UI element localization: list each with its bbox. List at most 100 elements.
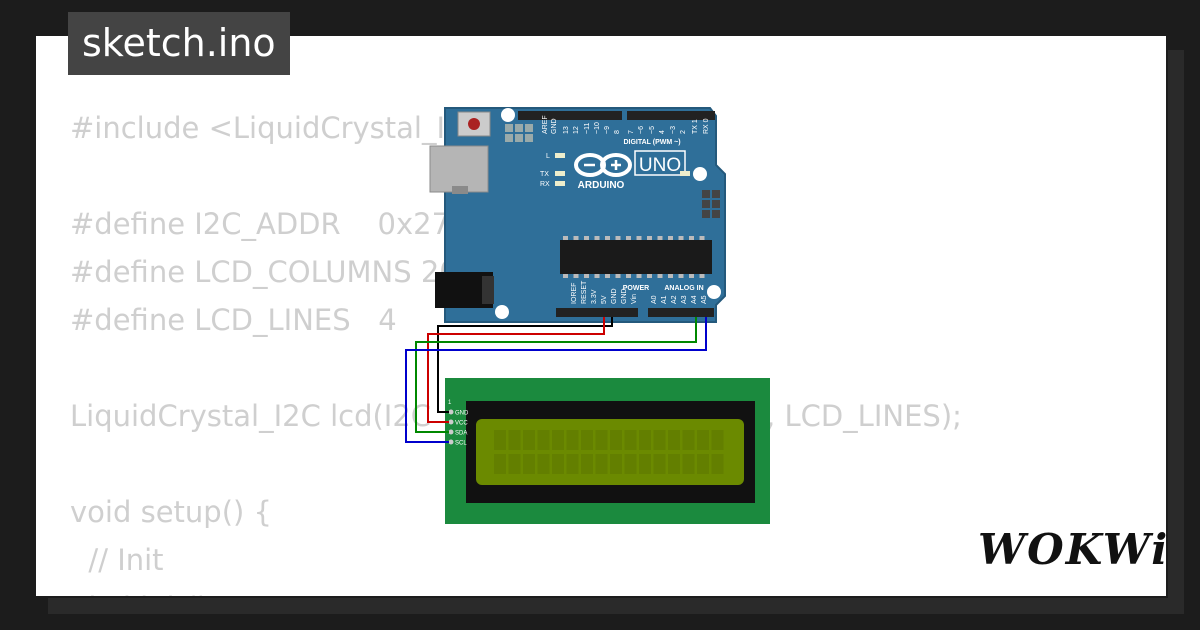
lcd-char-cell — [639, 454, 651, 474]
lcd-char-cell — [682, 454, 695, 474]
bottom-pin-label: 3.3V — [591, 289, 598, 304]
code-line: void setup() { — [70, 495, 272, 529]
lcd-char-cell — [552, 430, 564, 450]
top-pin-label: ~10 — [594, 122, 601, 134]
bottom-pin-label: A4 — [691, 295, 698, 304]
icsp-header-right — [702, 190, 720, 218]
usb-port — [429, 145, 489, 193]
led-rx — [555, 181, 565, 186]
bottom-pin-label: GND — [611, 288, 618, 304]
wire-gnd — [437, 317, 613, 413]
led-on — [680, 171, 690, 176]
lcd-char-cell — [581, 430, 593, 450]
top-pin-label: RX 0 — [703, 118, 710, 134]
chip-pin — [636, 236, 642, 240]
lcd-char-cell — [711, 454, 724, 474]
analog-label: ANALOG IN — [664, 285, 703, 292]
top-pin-label: 4 — [659, 130, 666, 134]
chip-pin — [563, 274, 568, 278]
bottom-pin-label: GND — [621, 288, 628, 304]
mount-hole — [495, 305, 509, 319]
top-pin-label: ~6 — [638, 126, 645, 134]
lcd-char-cell — [697, 430, 709, 450]
chip-pin — [668, 236, 673, 240]
lcd-pin[interactable] — [448, 419, 454, 425]
chip-pin — [689, 274, 694, 278]
lcd-pin-label: GND — [455, 411, 469, 417]
wokwi-logo: WOKWi — [978, 525, 1170, 574]
uno-label: UNO — [639, 155, 681, 176]
lcd-char-cell — [537, 454, 550, 474]
lcd-char-cell — [653, 454, 666, 474]
lcd-pin-label: SCL — [455, 441, 467, 447]
lcd-char-cell — [508, 430, 521, 450]
chip-pin — [699, 236, 705, 240]
lcd-char-cell — [581, 454, 593, 474]
top-pin-label: ~5 — [649, 126, 656, 134]
bottom-pin-label: 5V — [601, 295, 608, 304]
led-l-label: L — [546, 153, 550, 160]
bottom-pin-label: RESET — [581, 280, 588, 304]
digital-label: DIGITAL (PWM ~) — [623, 139, 680, 146]
lcd-char-cell — [566, 454, 579, 474]
top-pin-label: TX 1 — [692, 119, 699, 134]
lcd-char-cell — [668, 454, 680, 474]
digital-header-left — [518, 111, 622, 120]
lcd-char-cell — [624, 430, 637, 450]
top-pin-label: 8 — [614, 130, 621, 134]
code-line: #define LCD_LINES 4 — [70, 303, 397, 337]
lcd-pin[interactable] — [448, 429, 454, 435]
lcd-pin[interactable] — [448, 439, 454, 445]
wires — [405, 317, 707, 443]
chip-pin — [647, 274, 652, 278]
uno-badge — [634, 150, 686, 176]
lcd-char-cell — [595, 454, 608, 474]
lcd-char-cell — [653, 430, 666, 450]
lcd-pin-label: VCC — [455, 421, 468, 427]
chip-pin — [678, 274, 684, 278]
bottom-pin-label: A1 — [661, 295, 668, 304]
analog-header — [648, 308, 714, 317]
lcd-char-cell — [537, 430, 550, 450]
digital-header-right — [627, 111, 715, 120]
top-pin-label: 12 — [573, 126, 580, 134]
bottom-pin-label: IOREF — [571, 283, 578, 304]
chip-pin — [626, 236, 631, 240]
lcd-char-cell — [508, 454, 521, 474]
lcd-char-cell — [552, 454, 564, 474]
chip-pin — [584, 236, 589, 240]
lcd-char-cell — [494, 430, 506, 450]
lcd-char-cell — [595, 430, 608, 450]
chip-pin — [615, 274, 621, 278]
code-line: #define I2C_ADDR 0x27 — [70, 207, 451, 241]
chip-pin — [573, 236, 579, 240]
bottom-pin-label: A3 — [681, 295, 688, 304]
icsp-header — [505, 124, 533, 142]
led-tx — [555, 171, 565, 176]
mount-hole — [693, 167, 707, 181]
lcd-char-cell — [610, 430, 622, 450]
arduino-infinity-logo — [574, 153, 632, 177]
chip-pin — [647, 236, 652, 240]
lcd-screen — [476, 419, 744, 485]
led-l — [555, 153, 565, 158]
top-pin-label: ~3 — [670, 126, 677, 134]
bottom-pin-label: A0 — [651, 295, 658, 304]
chip-pin — [594, 236, 600, 240]
lcd-char-cell — [610, 454, 622, 474]
chip-pin — [657, 274, 663, 278]
chip-pin — [626, 274, 631, 278]
lcd-pin[interactable] — [448, 409, 454, 415]
chip-pin — [678, 236, 684, 240]
mount-hole — [707, 285, 721, 299]
arduino-uno-board[interactable]: UNO ARDUINO DIGITAL (PWM ~) POWER ANALOG… — [429, 107, 726, 323]
lcd-pin1-label: 1 — [448, 400, 452, 406]
lcd-char-cell — [624, 454, 637, 474]
lcd-char-cell — [668, 430, 680, 450]
top-pin-label: 2 — [680, 130, 687, 134]
mount-hole — [501, 108, 515, 122]
top-pin-label: 7 — [628, 130, 635, 134]
bottom-pin-label: A2 — [671, 295, 678, 304]
